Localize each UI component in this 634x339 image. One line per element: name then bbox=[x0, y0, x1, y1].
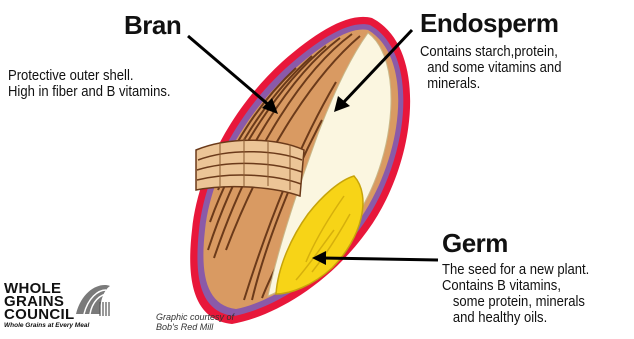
endosperm-title: Endosperm bbox=[420, 10, 559, 36]
graphic-credit: Graphic courtesy of Bob's Red Mill bbox=[156, 312, 234, 332]
endosperm-description: Contains starch,protein, and some vitami… bbox=[420, 44, 561, 92]
credit-line-2: Bob's Red Mill bbox=[156, 322, 234, 332]
germ-description: The seed for a new plant. Contains B vit… bbox=[442, 262, 589, 326]
bran-arrow bbox=[188, 36, 270, 106]
peeled-bran-strip bbox=[196, 138, 304, 196]
whole-grains-council-logo: WHOLE GRAINS COUNCIL Whole Grains at Eve… bbox=[4, 282, 89, 329]
germ-title: Germ bbox=[442, 230, 508, 256]
bran-title: Bran bbox=[124, 12, 181, 38]
credit-line-1: Graphic courtesy of bbox=[156, 312, 234, 322]
germ-arrow bbox=[322, 258, 438, 260]
logo-tagline: Whole Grains at Every Meal bbox=[4, 322, 89, 329]
bran-description: Protective outer shell. High in fiber an… bbox=[8, 68, 170, 100]
wheat-stamp-icon bbox=[70, 276, 116, 322]
